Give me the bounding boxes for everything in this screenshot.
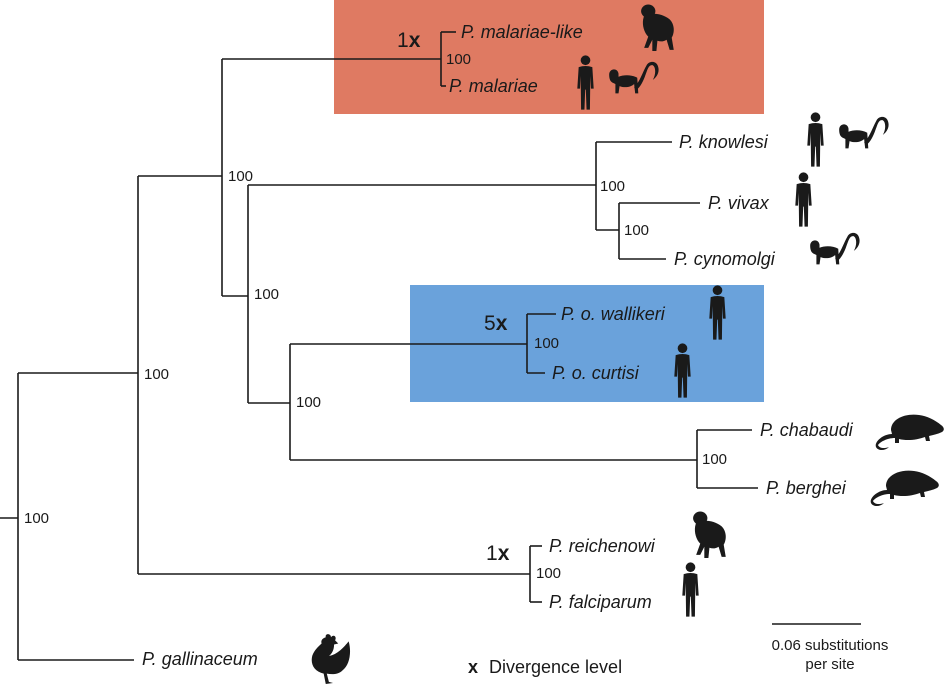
human-icon — [682, 562, 699, 617]
taxon-chabaudi: P. chabaudi — [760, 420, 854, 440]
bootstrap-root: 100 — [24, 510, 49, 527]
taxon-curtisi: P. o. curtisi — [552, 363, 640, 383]
taxon-falciparum: P. falciparum — [549, 592, 652, 612]
rodent-icon — [870, 470, 939, 506]
multiplier-laverania: 1x — [486, 542, 510, 565]
bootstrap-ingroup: 100 — [144, 366, 169, 383]
bootstrap-ovale-rodent: 100 — [296, 394, 321, 411]
taxon-reichenowi: P. reichenowi — [549, 536, 656, 556]
human-icon — [795, 172, 812, 227]
rodent-icon — [875, 414, 944, 450]
legend-symbol: x — [468, 657, 478, 677]
legend-label: Divergence level — [489, 657, 622, 677]
monkey-icon — [839, 116, 889, 149]
malariae-highlight-box — [334, 0, 764, 114]
bootstrap-kvc: 100 — [600, 178, 625, 195]
taxon-knowlesi: P. knowlesi — [679, 132, 769, 152]
taxon-gallinaceum: P. gallinaceum — [142, 649, 258, 669]
taxon-wallikeri: P. o. wallikeri — [561, 304, 666, 324]
bootstrap-lower-clade: 100 — [254, 286, 279, 303]
chimpanzee-icon — [693, 511, 726, 558]
taxon-malariae: P. malariae — [449, 76, 538, 96]
bootstrap-main: 100 — [228, 168, 253, 185]
tree-edges — [0, 31, 758, 661]
chicken-icon — [311, 634, 351, 684]
scale-bar-label-line2: per site — [805, 656, 854, 673]
taxon-cynomolgi: P. cynomolgi — [674, 249, 776, 269]
human-icon — [807, 112, 824, 167]
multiplier-malariae: 1x — [397, 29, 421, 52]
bootstrap-laverania-pair: 100 — [536, 565, 561, 582]
scale-bar-label-line1: 0.06 substitutions — [772, 637, 889, 654]
bootstrap-rodent-pair: 100 — [702, 451, 727, 468]
monkey-icon — [810, 232, 860, 265]
taxon-vivax: P. vivax — [708, 193, 770, 213]
multiplier-ovale: 5x — [484, 312, 508, 335]
taxon-berghei: P. berghei — [766, 478, 847, 498]
bootstrap-malariae-pair: 100 — [446, 51, 471, 68]
bootstrap-ovale-pair: 100 — [534, 335, 559, 352]
bootstrap-vc: 100 — [624, 222, 649, 239]
taxon-malariae-like: P. malariae-like — [461, 22, 583, 42]
